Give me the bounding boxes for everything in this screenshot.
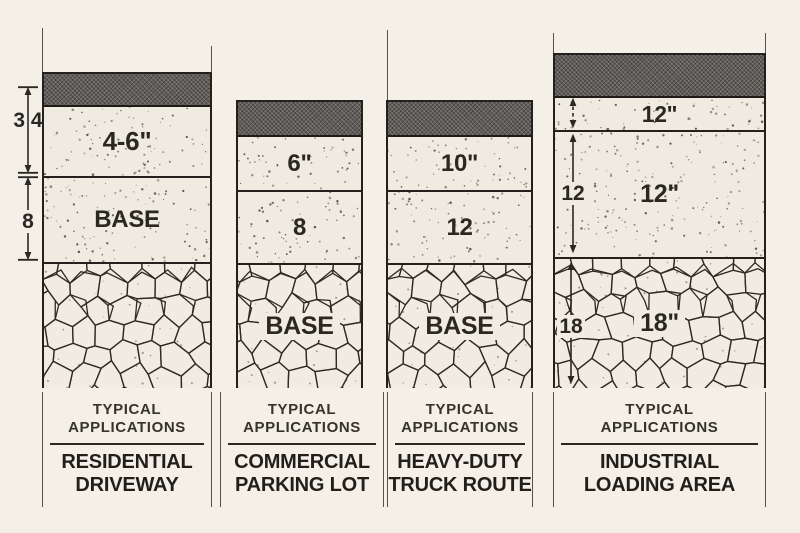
asphalt-surface-layer xyxy=(388,102,531,137)
divider-rule xyxy=(50,442,204,445)
extension-line xyxy=(210,46,213,72)
applications-heading: TYPICAL APPLICATIONS xyxy=(68,401,186,437)
dimension-arrow xyxy=(563,97,583,129)
dimension-arrow xyxy=(18,86,38,174)
extension-line xyxy=(552,33,555,53)
pavement-section-industrial: 12" 12" 18" xyxy=(553,53,766,388)
layer-thickness-label: 8 xyxy=(292,213,307,241)
dimension-label: 12 xyxy=(559,182,587,205)
application-name: INDUSTRIAL LOADING AREA xyxy=(583,450,736,497)
pavement-section-commercial: 6" 8 BASE xyxy=(236,100,363,388)
application-name: RESIDENTIAL DRIVEWAY xyxy=(61,450,193,497)
surface-course-layer: 6" xyxy=(238,137,361,192)
extension-line xyxy=(764,33,767,53)
layer-thickness-label: 12" xyxy=(640,180,679,208)
extension-line xyxy=(41,28,44,72)
divider-rule xyxy=(228,442,376,445)
layer-thickness-label: 4-6" xyxy=(102,126,152,156)
base-course-layer: BASE xyxy=(44,178,210,264)
application-panel-industrial: TYPICAL APPLICATIONS INDUSTRIAL LOADING … xyxy=(553,392,766,507)
subgrade-layer: BASE xyxy=(238,265,361,388)
application-name: HEAVY-DUTY TRUCK ROUTE xyxy=(388,450,532,497)
layer-label: BASE xyxy=(94,206,160,233)
asphalt-surface-layer xyxy=(238,102,361,137)
layer-thickness-label: 6" xyxy=(287,149,312,177)
base-course-layer: 8 xyxy=(238,192,361,265)
layer-thickness-label: 12 xyxy=(446,213,473,241)
subgrade-layer: 18" xyxy=(555,259,764,388)
layer-thickness-label: 18" xyxy=(634,309,685,338)
layer-label: BASE xyxy=(419,312,500,341)
layer-thickness-label: 10" xyxy=(440,149,479,177)
application-panel-heavy-duty: TYPICAL APPLICATIONS HEAVY-DUTY TRUCK RO… xyxy=(387,392,533,507)
subgrade-layer: BASE xyxy=(388,265,531,388)
divider-rule xyxy=(395,442,525,445)
applications-heading: TYPICAL APPLICATIONS xyxy=(600,401,719,437)
application-panel-commercial: TYPICAL APPLICATIONS COMMERCIAL PARKING … xyxy=(220,392,384,507)
layer-label: BASE xyxy=(259,312,340,341)
subgrade-layer xyxy=(44,264,210,388)
dimension-label: 18 xyxy=(557,315,585,338)
extension-line xyxy=(386,30,389,100)
surface-course-layer: 12" xyxy=(555,98,764,132)
applications-heading: TYPICAL APPLICATIONS xyxy=(243,401,361,437)
divider-rule xyxy=(561,442,758,445)
pavement-section-heavy-duty: 10" 12 BASE xyxy=(386,100,533,388)
applications-heading: TYPICAL APPLICATIONS xyxy=(401,401,519,437)
application-panel-residential: TYPICAL APPLICATIONS RESIDENTIAL DRIVEWA… xyxy=(42,392,212,507)
surface-course-layer: 10" xyxy=(388,137,531,192)
base-course-layer: 12 xyxy=(388,192,531,265)
layer-thickness-label: 12" xyxy=(641,100,678,127)
dimension-label: 8 xyxy=(20,210,36,233)
dimension-label: 3 4 xyxy=(13,109,43,132)
surface-course-layer: 4-6" xyxy=(44,107,210,178)
asphalt-surface-layer xyxy=(555,55,764,98)
pavement-section-residential: 4-6" BASE xyxy=(42,72,212,388)
base-course-layer: 12" xyxy=(555,132,764,259)
application-name: COMMERCIAL PARKING LOT xyxy=(234,450,370,497)
asphalt-surface-layer xyxy=(44,74,210,107)
